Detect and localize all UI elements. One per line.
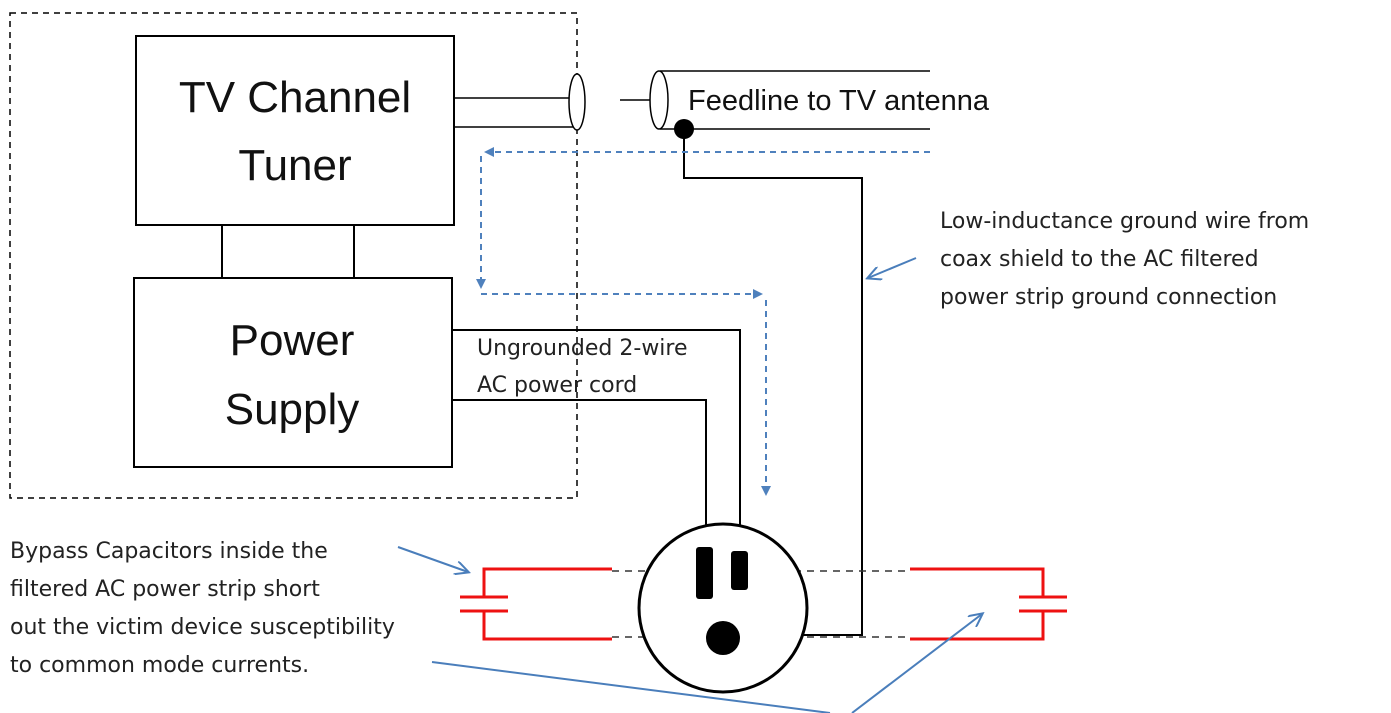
left-bypass-capacitor — [460, 567, 612, 641]
tv-enclosure-boundary — [9, 12, 578, 499]
bypass-capacitor-note: Bypass Capacitors inside the filtered AC… — [10, 539, 395, 678]
feedline-label: Feedline to TV antenna — [688, 85, 990, 117]
svg-text:power strip ground connection: power strip ground connection — [940, 285, 1277, 310]
svg-text:Bypass Capacitors inside the: Bypass Capacitors inside the — [10, 539, 328, 564]
common-mode-current-path — [476, 147, 930, 496]
svg-text:filtered AC power strip short: filtered AC power strip short — [10, 577, 320, 602]
ac-cord-note: Ungrounded 2-wire AC power cord — [477, 336, 688, 398]
right-bypass-capacitor — [910, 567, 1067, 641]
svg-text:to common mode currents.: to common mode currents. — [10, 653, 309, 678]
outlet-ground-pin — [706, 621, 740, 655]
svg-text:Low-inductance ground wire fro: Low-inductance ground wire from — [940, 209, 1309, 234]
tuner-coax-cable — [454, 73, 586, 131]
power-supply-label-line1: Power — [230, 316, 355, 365]
tuner-label-line2: Tuner — [238, 141, 351, 190]
ac-power-cord — [452, 329, 741, 565]
tuner-label-line1: TV Channel — [179, 73, 411, 122]
ground-wire-note: Low-inductance ground wire from coax shi… — [940, 209, 1309, 310]
internal-dc-connection — [221, 225, 355, 278]
feedline-coax — [620, 70, 930, 130]
power-supply-label-line2: Supply — [225, 385, 360, 434]
ac-outlet — [637, 522, 809, 694]
svg-text:AC power cord: AC power cord — [477, 373, 637, 398]
svg-text:coax shield to the AC filtered: coax shield to the AC filtered — [940, 247, 1259, 272]
svg-text:Ungrounded 2-wire: Ungrounded 2-wire — [477, 336, 688, 361]
tv-channel-tuner-block: TV Channel Tuner — [135, 35, 455, 226]
svg-text:out the victim device suscepti: out the victim device susceptibility — [10, 615, 395, 640]
annotation-arrows — [397, 257, 982, 713]
outlet-slot-neutral — [696, 547, 713, 599]
coax-ground-wire — [674, 119, 863, 636]
outlet-slot-hot — [731, 551, 748, 590]
power-supply-block: Power Supply — [133, 277, 453, 468]
